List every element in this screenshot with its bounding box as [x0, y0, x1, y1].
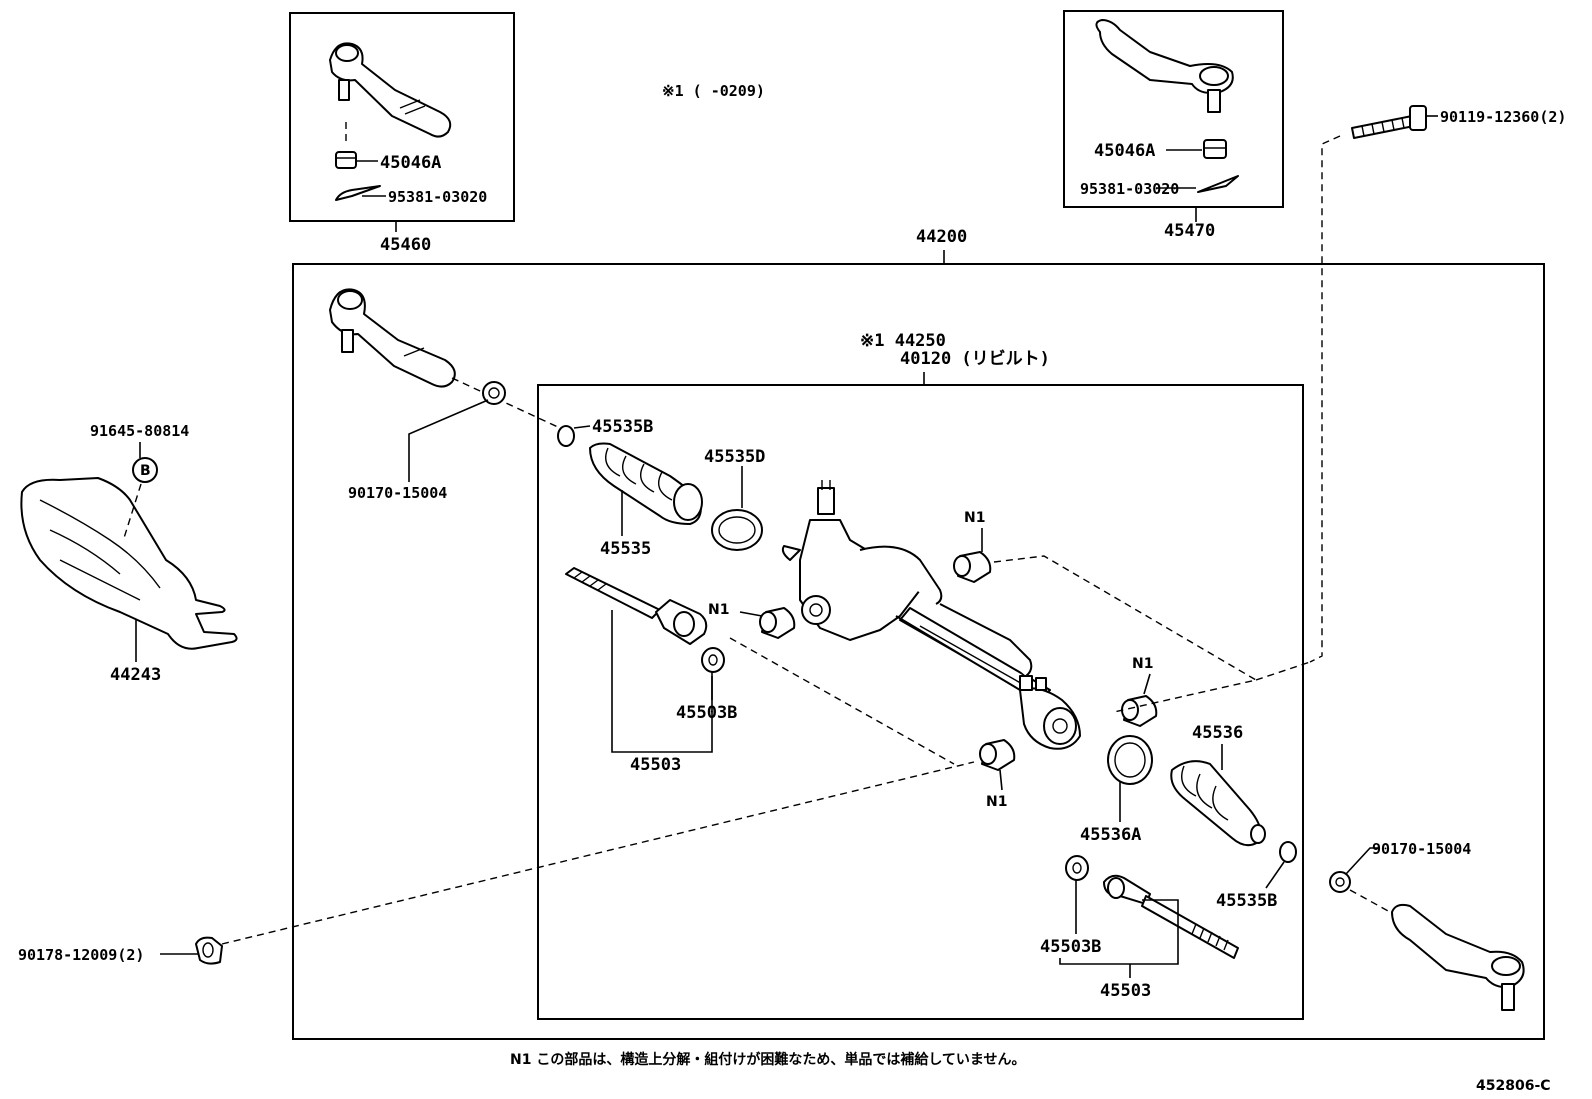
leader-bushing-n1-c [1143, 673, 1151, 695]
bushing-n1-b-label: N1 [708, 602, 729, 618]
tie-rod-end-left-icon [329, 288, 456, 388]
washer-left-icon [701, 647, 725, 673]
bolt-top-right-label: 90119-12360(2) [1440, 108, 1566, 126]
clamp-right-small-icon [1279, 841, 1297, 863]
washer-right-icon [1065, 855, 1089, 881]
leader-clamp-left-small [573, 425, 591, 429]
n1-dashed-link [1255, 661, 1311, 681]
clamp-right-small-label: 45535B [1216, 891, 1277, 911]
bolt-bottom-left-dashed [221, 761, 975, 945]
bushing-n1-a-label: N1 [964, 510, 985, 526]
rod-left-icon [565, 567, 708, 645]
bushing-n1-c-label: N1 [1132, 656, 1153, 672]
leader-nut-left-end [408, 399, 489, 482]
bolt-top-right-icon [1351, 105, 1427, 139]
leader-bushing-n1-b [739, 611, 763, 617]
gear-assembly-label-1: ※1 44250 [860, 331, 946, 351]
insulator-icon [20, 477, 238, 650]
clip-marker-label: B [140, 463, 151, 479]
right-kit-pin-label: 95381-03020 [1080, 180, 1179, 198]
left-kit-pin-label: 95381-03020 [388, 188, 487, 206]
footnote: N1 この部品は、構造上分解・組付けが困難なため、単品では補給していません。 [510, 1051, 1026, 1068]
boot-left-icon [589, 442, 703, 525]
bolt-bottom-left-icon [195, 936, 223, 965]
clip-insulator-label: 91645-80814 [90, 422, 189, 440]
steering-gear-housing-icon [781, 480, 1081, 750]
tie-rod-end-right-kit-icon [1095, 19, 1239, 193]
tie-rod-end-left-kit-icon [329, 42, 452, 201]
left-end-kit-box [289, 12, 515, 222]
rod-right-icon [1103, 874, 1239, 959]
figure-id: 452806-C [1476, 1078, 1551, 1094]
bushing-n1-a-icon [953, 551, 992, 583]
left-kit-box-label: 45460 [380, 235, 431, 255]
rod-left-label: 45503 [630, 755, 681, 775]
bushing-n1-d-icon [979, 739, 1016, 771]
right-end-kit-box [1063, 10, 1284, 208]
clip-dashed [123, 483, 142, 539]
boot-right-icon [1170, 760, 1266, 847]
clamp-left-small-label: 45535B [592, 417, 653, 437]
clamp-left-large-label: 45535D [704, 447, 765, 467]
clip-marker-icon [132, 457, 158, 483]
nut-right-end-icon [1329, 871, 1351, 893]
bushing-n1-b-icon [759, 607, 796, 639]
leader-clamp-right-small [1265, 861, 1285, 889]
gear-assembly-label-2: 40120 (リビルト) [900, 349, 1050, 369]
main-assembly-box [292, 263, 1545, 1040]
boot-right-label: 45536 [1192, 723, 1243, 743]
leader-rod-right [1059, 899, 1179, 965]
boot-left-label: 45535 [600, 539, 651, 559]
leader-bushing-n1-d [999, 769, 1003, 791]
washer-left-label: 45503B [676, 703, 737, 723]
insulator-label: 44243 [110, 665, 161, 685]
n1-dashed-lower [729, 637, 955, 765]
left-kit-nut-label: 45046A [380, 153, 441, 173]
clamp-right-large-label: 45536A [1080, 825, 1141, 845]
note-ref: ※1 ( -0209) [662, 82, 765, 100]
right-kit-nut-label: 45046A [1094, 141, 1155, 161]
washer-right-label: 45503B [1040, 937, 1101, 957]
bushing-n1-c-icon [1121, 695, 1158, 727]
rod-right-label: 45503 [1100, 981, 1151, 1001]
gear-assembly-box [537, 384, 1304, 1020]
left-end-dashed [451, 377, 561, 429]
main-assembly-label: 44200 [916, 227, 967, 247]
bolt-bottom-left-label: 90178-12009(2) [18, 946, 144, 964]
clamp-left-small-icon [557, 425, 575, 447]
bolt-top-right-dashed [1309, 135, 1341, 663]
clamp-left-large-icon [711, 509, 763, 551]
leader-rod-left [611, 610, 713, 753]
right-end-dashed [1349, 889, 1391, 913]
n1-dashed-upper [993, 555, 1258, 713]
right-kit-box-label: 45470 [1164, 221, 1215, 241]
bushing-n1-d-label: N1 [986, 794, 1007, 810]
clamp-right-large-icon [1107, 735, 1153, 785]
nut-left-end-label: 90170-15004 [348, 484, 447, 502]
leader-nut-right-end [1345, 847, 1380, 875]
tie-rod-end-right-icon [1391, 903, 1525, 1011]
nut-left-end-icon [482, 381, 506, 405]
nut-right-end-label: 90170-15004 [1372, 840, 1471, 858]
